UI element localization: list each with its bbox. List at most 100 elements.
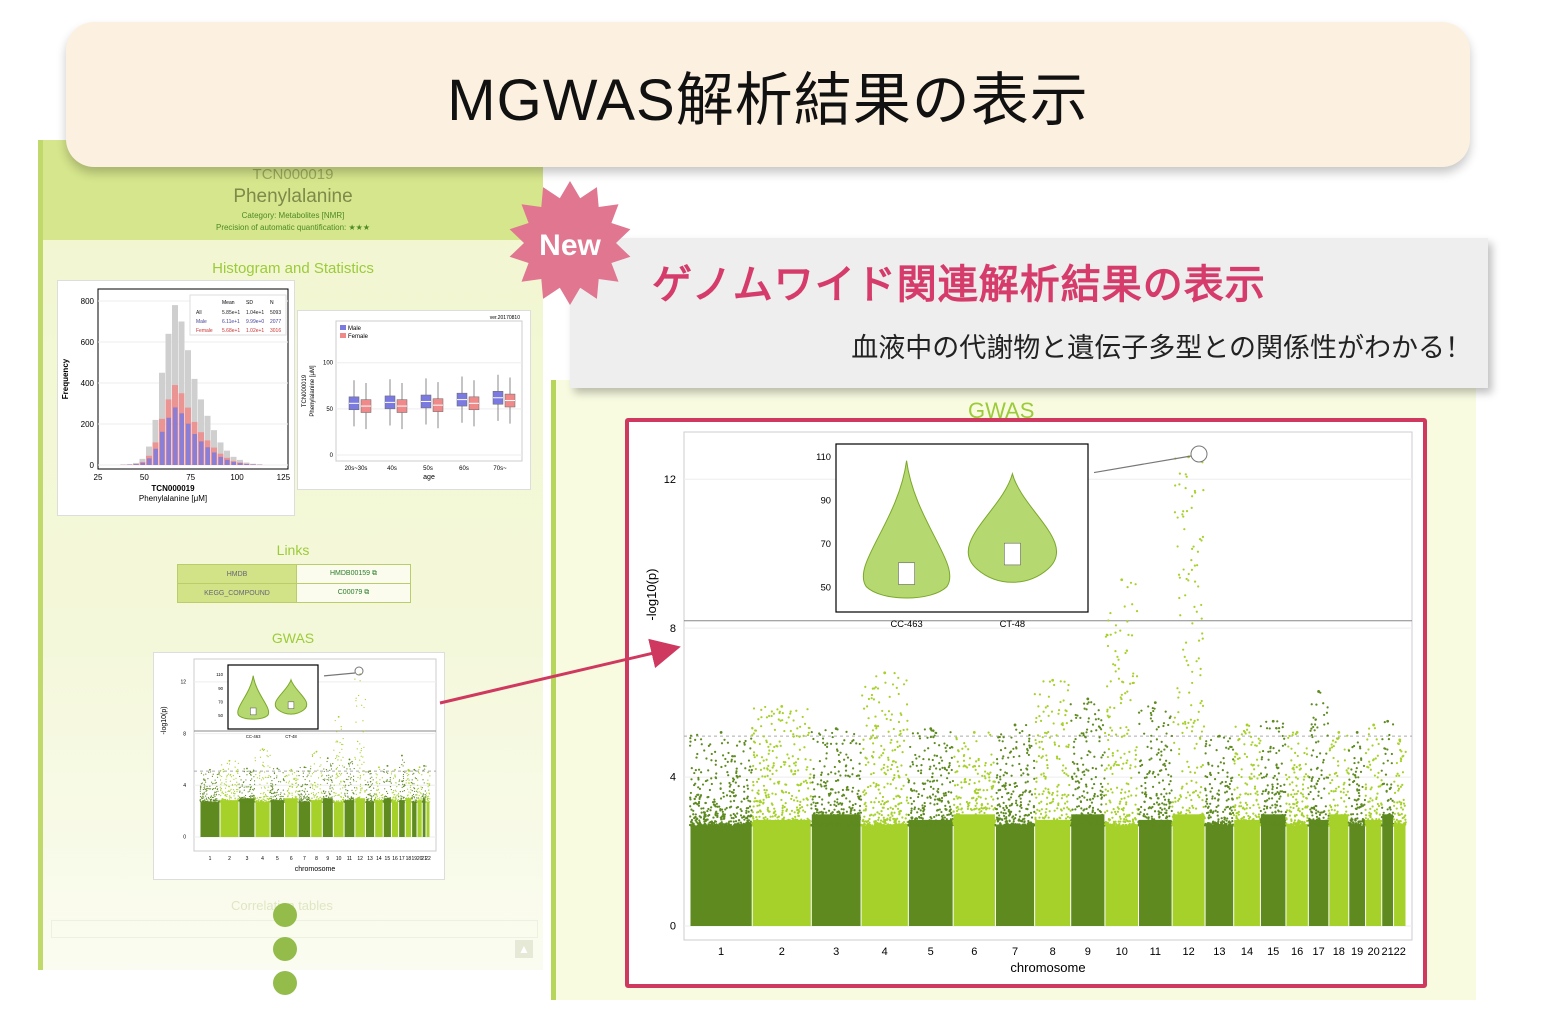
snp-point <box>369 773 371 775</box>
snp-point <box>796 727 799 730</box>
snp-point <box>284 793 286 796</box>
snp-point <box>348 763 350 765</box>
snp-point <box>238 783 240 785</box>
snp-point <box>429 798 431 800</box>
snp-point <box>205 788 207 791</box>
snp-point <box>403 783 405 786</box>
snp-point <box>373 795 375 797</box>
snp-point <box>411 798 413 800</box>
snp-point <box>375 777 377 779</box>
snp-point <box>262 749 265 752</box>
snp-point <box>330 790 333 792</box>
snp-point <box>740 824 743 827</box>
snp-point <box>747 810 750 813</box>
snp-point <box>690 778 693 781</box>
snp-point <box>767 793 770 796</box>
snp-point <box>312 793 315 796</box>
snp-point <box>746 815 749 818</box>
snp-point <box>336 766 339 769</box>
x-tick-label: 3 <box>246 856 249 862</box>
snp-point <box>713 800 716 803</box>
snp-point <box>693 771 696 775</box>
snp-point <box>320 772 322 774</box>
snp-point <box>270 792 273 795</box>
snp-point <box>208 771 210 773</box>
snp-point <box>258 777 261 779</box>
snp-point <box>720 808 724 811</box>
snp-point <box>798 803 801 807</box>
snp-point <box>333 749 335 751</box>
snp-point <box>400 795 402 797</box>
snp-point <box>293 801 295 803</box>
snp-point <box>304 801 306 803</box>
snp-point <box>735 770 738 773</box>
snp-point <box>404 771 406 773</box>
snp-point <box>243 768 245 770</box>
snp-point <box>765 796 768 799</box>
link-hmdb[interactable]: HMDB00159 ⧉ <box>296 564 411 584</box>
snp-point <box>794 770 797 773</box>
snp-point <box>277 794 279 796</box>
snp-point <box>266 750 268 752</box>
x-tick-label: 9 <box>326 856 329 862</box>
snp-point <box>774 824 778 827</box>
snp-point <box>402 770 404 773</box>
snp-point <box>271 786 273 788</box>
snp-point <box>343 766 345 768</box>
snp-point <box>710 752 713 756</box>
x-tick-label: 8 <box>315 856 318 862</box>
histogram-heading: Histogram and Statistics <box>212 260 374 277</box>
snp-point <box>240 797 242 799</box>
snp-point <box>415 770 417 772</box>
snp-point <box>704 801 707 805</box>
snp-point <box>270 801 273 803</box>
snp-point <box>371 799 373 802</box>
snp-point <box>209 785 211 787</box>
snp-point <box>212 773 214 775</box>
snp-point <box>201 796 203 799</box>
snp-point <box>329 793 332 795</box>
snp-point <box>407 782 409 784</box>
snp-point <box>283 798 286 801</box>
snp-point <box>227 768 230 770</box>
snp-point <box>772 811 775 815</box>
snp-point <box>381 777 383 779</box>
snp-point <box>219 779 222 781</box>
snp-point <box>271 799 273 801</box>
link-kegg[interactable]: C00079 ⧉ <box>296 583 411 603</box>
snp-point <box>216 799 218 802</box>
snp-point <box>424 790 426 792</box>
snp-point <box>403 790 405 792</box>
snp-point <box>755 754 759 757</box>
snp-point <box>386 790 388 793</box>
snp-point <box>354 787 356 789</box>
legend-swatch <box>340 325 346 330</box>
snp-point <box>777 819 780 822</box>
snp-point <box>715 823 718 826</box>
snp-point <box>329 798 331 800</box>
snp-point <box>693 797 696 800</box>
snp-point <box>211 783 214 785</box>
snp-point <box>339 783 341 785</box>
snp-point <box>364 779 366 781</box>
snp-point <box>340 796 342 798</box>
snp-point <box>394 775 396 777</box>
snp-point <box>785 809 788 813</box>
snp-point <box>336 755 338 757</box>
snp-point <box>204 788 206 790</box>
snp-point <box>382 797 384 799</box>
snp-point <box>222 792 224 795</box>
snp-point <box>753 756 756 759</box>
snp-point <box>426 796 429 798</box>
snp-point <box>374 799 376 802</box>
snp-point <box>335 773 337 775</box>
x-tick-label: 15 <box>385 856 391 862</box>
snp-point <box>200 783 203 785</box>
snp-point <box>375 796 377 798</box>
snp-point <box>408 782 410 784</box>
snp-point <box>362 756 364 758</box>
snp-point <box>803 722 807 725</box>
snp-point <box>369 777 371 779</box>
snp-point <box>264 793 267 795</box>
scroll-up-icon[interactable]: ▲ <box>515 940 533 958</box>
